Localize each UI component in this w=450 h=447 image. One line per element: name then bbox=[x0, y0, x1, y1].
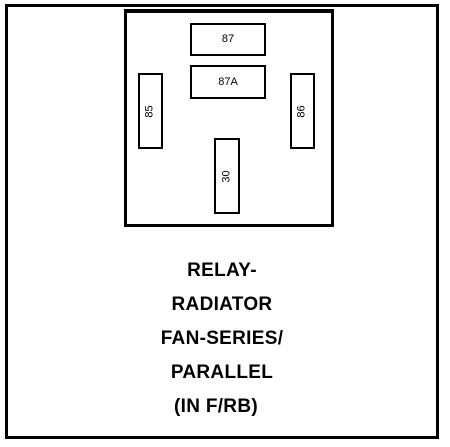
pin-87a-label: 87A bbox=[218, 75, 238, 88]
diagram-frame bbox=[5, 4, 439, 439]
relay-pin-85: 85 bbox=[138, 73, 163, 149]
caption-line-5: (IN F/RB) bbox=[174, 396, 258, 417]
relay-pin-87a: 87A bbox=[190, 65, 266, 99]
caption-line-4: PARALLEL bbox=[170, 362, 274, 383]
pin-87-label: 87 bbox=[221, 33, 235, 45]
caption-line-2: RADIATOR bbox=[171, 294, 273, 315]
relay-caption: RELAY- RADIATOR FAN-SERIES/ PARALLEL (IN… bbox=[5, 254, 439, 424]
relay-pin-86: 86 bbox=[290, 73, 315, 149]
pin-86-label: 86 bbox=[296, 104, 308, 118]
relay-pin-30: 30 bbox=[214, 138, 240, 214]
caption-line-1: RELAY- bbox=[187, 260, 257, 281]
relay-body bbox=[124, 9, 334, 227]
caption-line-3: FAN-SERIES/ bbox=[160, 328, 284, 349]
relay-pin-87: 87 bbox=[190, 23, 266, 56]
pin-85-label: 85 bbox=[144, 104, 156, 118]
pin-30-label: 30 bbox=[220, 169, 233, 183]
